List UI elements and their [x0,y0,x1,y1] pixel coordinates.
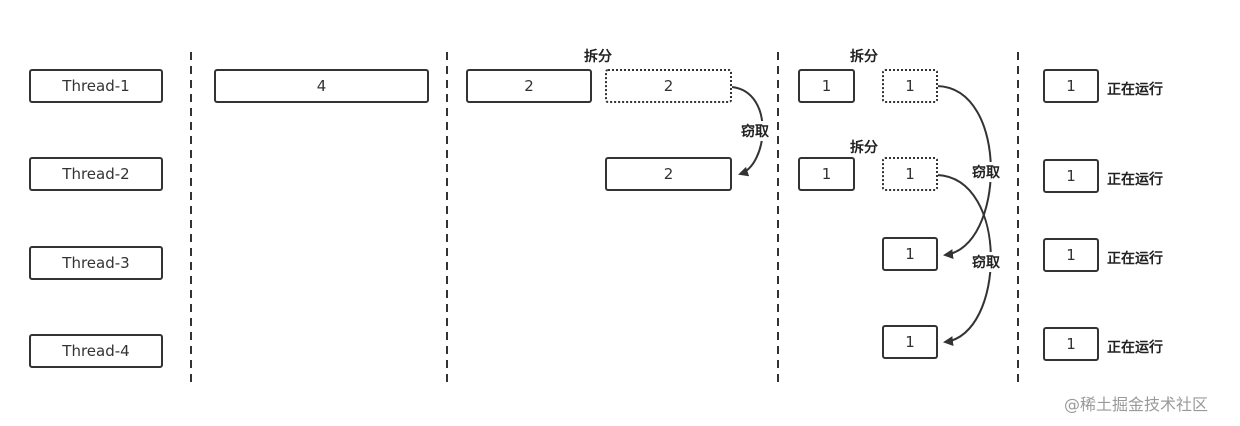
stage3-t1-kept-box: 1 [798,69,855,103]
stage3-t2-split-box: 1 [882,157,938,191]
thread-1-label: Thread-1 [62,77,130,95]
thread-2-label: Thread-2 [62,165,130,183]
stage3-split-label-t2: 拆分 [850,140,878,156]
stage4-t3-status: 正在运行 [1107,251,1163,267]
stage1-task-value: 4 [316,77,327,95]
stage3-t1-split-box: 1 [882,69,938,103]
stage4-t2-box: 1 [1043,159,1099,193]
stage4-t4-box: 1 [1043,327,1099,361]
thread-2-box: Thread-2 [29,157,163,191]
stage3-t4-stolen-value: 1 [905,333,915,351]
stage4-t1-box: 1 [1043,69,1099,103]
thread-1-box: Thread-1 [29,69,163,103]
stage2-t2-stolen-box: 2 [605,157,732,191]
thread-4-label: Thread-4 [62,342,130,360]
stage4-t4-status: 正在运行 [1107,340,1163,356]
stage1-task-box: 4 [214,69,429,103]
stage3-t1-kept-value: 1 [821,77,832,95]
stage4-t3-value: 1 [1066,246,1076,264]
stage3-t2-kept-value: 1 [821,165,832,183]
stage2-t2-stolen-value: 2 [663,165,674,183]
stage4-t4-value: 1 [1066,335,1076,353]
stage3-t3-stolen-box: 1 [882,237,938,271]
stage2-steal-label: 窃取 [741,121,769,141]
stage3-t4-stolen-box: 1 [882,325,938,359]
stage4-t3-box: 1 [1043,238,1099,272]
thread-3-box: Thread-3 [29,246,163,280]
stage4-t1-value: 1 [1066,77,1076,95]
stage3-split-label-t1: 拆分 [850,49,878,65]
stage2-t1-split-box: 2 [605,69,732,103]
stage2-t1-split-value: 2 [663,77,674,95]
stage4-t1-status: 正在运行 [1107,82,1163,98]
watermark: @稀土掘金技术社区 [1064,395,1209,414]
stage2-t1-kept-box: 2 [466,69,592,103]
stage4-t2-status: 正在运行 [1107,172,1163,188]
stage3-t3-stolen-value: 1 [905,245,915,263]
stage3-steal-label-1: 窃取 [972,162,1000,182]
stage2-split-label: 拆分 [584,49,612,65]
stage3-t2-kept-box: 1 [798,157,855,191]
thread-3-label: Thread-3 [62,254,130,272]
stage3-t2-split-value: 1 [905,165,915,183]
stage4-t2-value: 1 [1066,167,1076,185]
stage2-t1-kept-value: 2 [524,77,534,95]
stage3-steal-label-2: 窃取 [972,252,1000,272]
stage3-t1-split-value: 1 [905,77,915,95]
thread-4-box: Thread-4 [29,334,163,368]
